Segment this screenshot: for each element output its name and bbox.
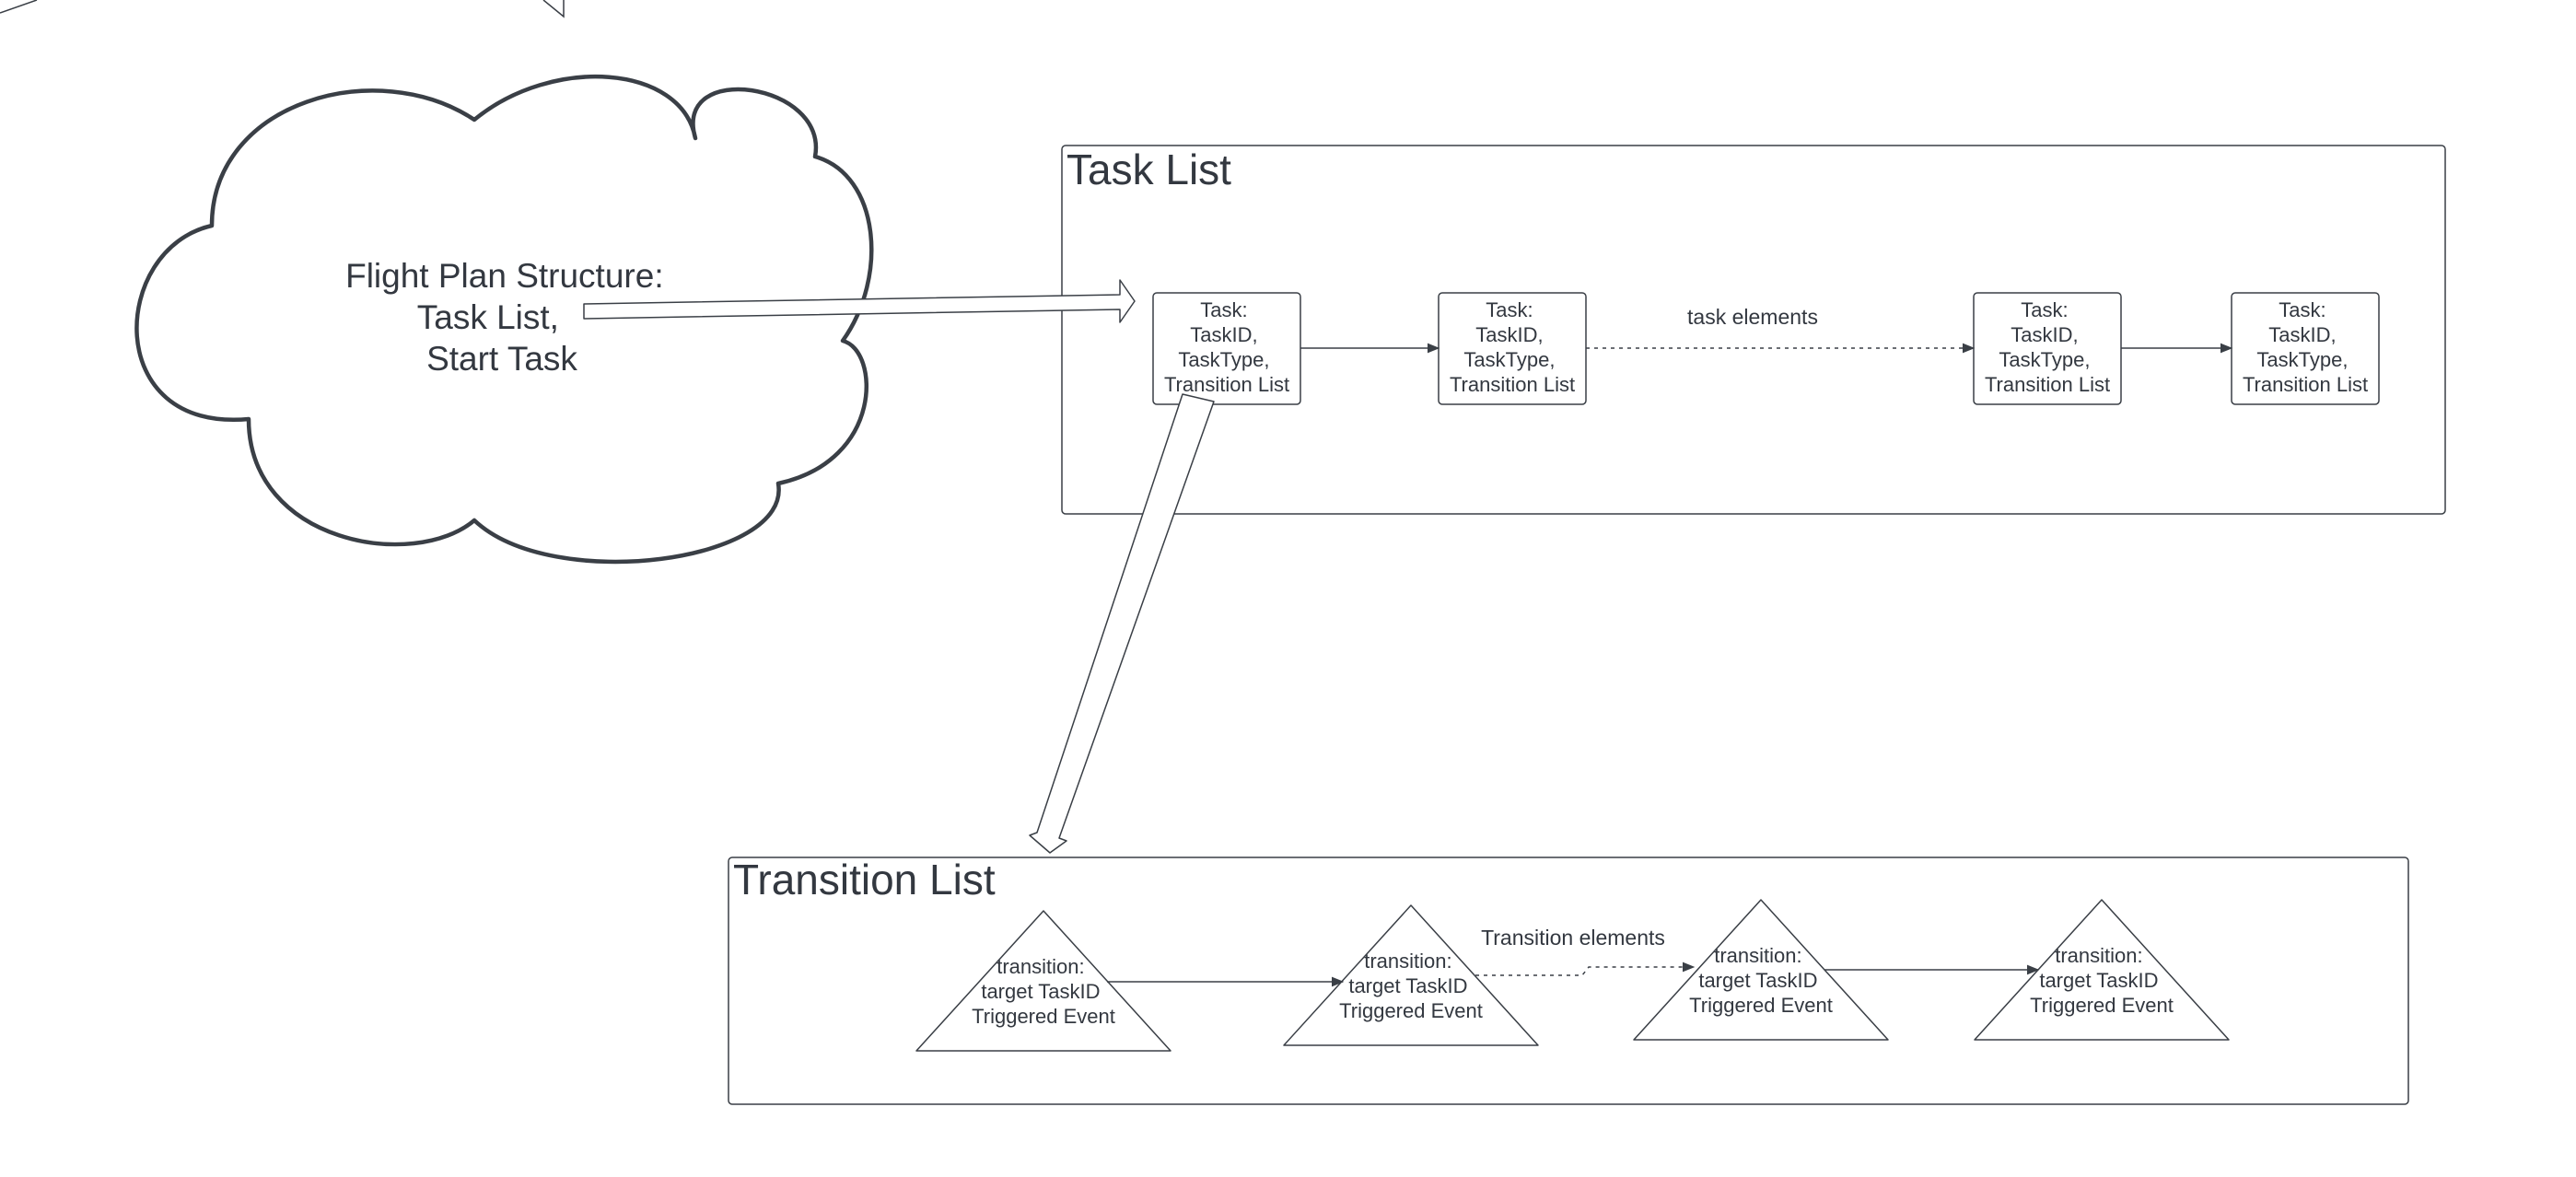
transition-elements-label: Transition elements	[1481, 926, 1665, 950]
task-line: TaskID,	[2268, 323, 2336, 346]
transition-text: transition: target TaskID Triggered Even…	[1689, 944, 1833, 1017]
task-list-title: Task List	[1067, 146, 1231, 193]
transition-line: Triggered Event	[1689, 994, 1833, 1017]
task-text: Task: TaskID, TaskType, Transition List	[1164, 298, 1289, 396]
task-line: Transition List	[1164, 373, 1289, 396]
transition-line: transition:	[1364, 950, 1451, 973]
transition-line: transition:	[1714, 944, 1801, 967]
transition-node[interactable]: transition: target TaskID Triggered Even…	[1283, 904, 1539, 1046]
task-list-frame[interactable]: Task List	[1061, 145, 2446, 515]
transition-line: target TaskID	[1698, 969, 1817, 992]
cloud-shape	[134, 75, 874, 565]
task-line: TaskType,	[1178, 348, 1269, 371]
task-line: TaskType,	[1999, 348, 2090, 371]
transition-triangle	[1283, 904, 1539, 1046]
transition-line: transition:	[2055, 944, 2142, 967]
task-line: Transition List	[2243, 373, 2368, 396]
task-node[interactable]: Task: TaskID, TaskType, Transition List	[1152, 292, 1301, 405]
task-line: Task:	[2279, 298, 2325, 321]
transition-connector-dotted[interactable]	[1475, 961, 1696, 976]
flight-plan-cloud[interactable]: Flight Plan Structure: Task List, Start …	[134, 75, 874, 565]
task-node[interactable]: Task: TaskID, TaskType, Transition List	[1973, 292, 2122, 405]
transition-list-frame[interactable]: Transition List	[728, 856, 2409, 1105]
transition-text: transition: target TaskID Triggered Even…	[972, 955, 1115, 1028]
task-node[interactable]: Task: TaskID, TaskType, Transition List	[1438, 292, 1587, 405]
task-line: TaskID,	[1190, 323, 1257, 346]
transition-text: transition: target TaskID Triggered Even…	[2030, 944, 2174, 1017]
clipped-top-shape	[0, 0, 565, 18]
task-text: Task: TaskID, TaskType, Transition List	[1450, 298, 1575, 396]
cloud-line: Task List,	[417, 298, 559, 336]
task-line: Task:	[2021, 298, 2068, 321]
task-line: TaskID,	[2011, 323, 2078, 346]
task-line: Task:	[1486, 298, 1533, 321]
task-text: Task: TaskID, TaskType, Transition List	[2243, 298, 2368, 396]
task-line: Task:	[1200, 298, 1247, 321]
transition-list-border	[728, 857, 2409, 1105]
transition-line: Triggered Event	[2030, 994, 2174, 1017]
transition-triangle	[915, 910, 1171, 1052]
task-text: Task: TaskID, TaskType, Transition List	[1985, 298, 2110, 396]
transition-line: transition:	[997, 955, 1084, 978]
transition-node[interactable]: transition: target TaskID Triggered Even…	[1633, 899, 1889, 1041]
task-list-border	[1061, 145, 2446, 515]
transition-line: target TaskID	[2039, 969, 2158, 992]
transition-text: transition: target TaskID Triggered Even…	[1339, 950, 1483, 1022]
transition-list-title: Transition List	[733, 856, 996, 903]
task-node[interactable]: Task: TaskID, TaskType, Transition List	[2231, 292, 2380, 405]
transition-line: Triggered Event	[1339, 999, 1483, 1022]
cloud-text: Flight Plan Structure: Task List, Start …	[345, 257, 673, 378]
cloud-line: Flight Plan Structure:	[345, 257, 663, 295]
cloud-line: Start Task	[426, 340, 577, 378]
task-line: TaskType,	[2256, 348, 2348, 371]
task-line: TaskType,	[1463, 348, 1555, 371]
transition-line: Triggered Event	[972, 1005, 1115, 1028]
transition-node[interactable]: transition: target TaskID Triggered Even…	[915, 910, 1171, 1052]
task-line: Transition List	[1985, 373, 2110, 396]
cloud-to-task-list-arrow[interactable]	[583, 279, 1136, 323]
task-elements-label: task elements	[1687, 305, 1818, 329]
task-line: TaskID,	[1475, 323, 1543, 346]
task-to-transition-list-arrow[interactable]	[1029, 393, 1215, 854]
transition-line: target TaskID	[1348, 974, 1467, 997]
transition-node[interactable]: transition: target TaskID Triggered Even…	[1974, 899, 2230, 1041]
task-line: Transition List	[1450, 373, 1575, 396]
transition-line: target TaskID	[981, 980, 1100, 1003]
